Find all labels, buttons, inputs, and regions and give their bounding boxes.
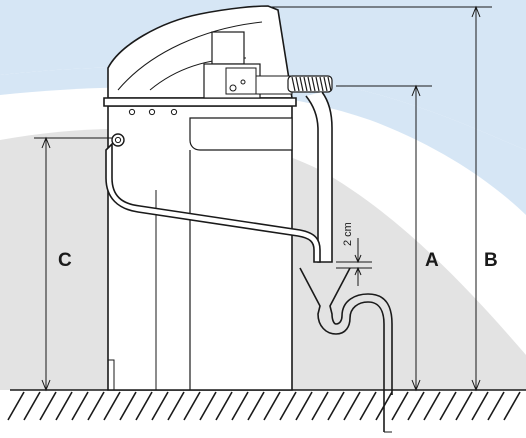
label-c: C xyxy=(58,250,72,271)
hose-coil xyxy=(319,76,324,92)
hose-coil xyxy=(323,76,328,92)
floor-hatch-line xyxy=(199,391,217,421)
floor-hatch-line xyxy=(407,391,425,421)
floor-hatch-line xyxy=(311,391,329,421)
hose-coil xyxy=(315,76,320,92)
floor-hatch-line xyxy=(119,391,137,421)
label-gap: 2 cm xyxy=(342,222,354,246)
floor-hatch-line xyxy=(151,391,169,421)
hose-coil xyxy=(295,76,300,92)
sky-blue-region xyxy=(0,0,526,150)
floor-hatch-line xyxy=(183,391,201,421)
coiled-hose xyxy=(287,75,333,93)
floor-hatch-line xyxy=(39,391,57,421)
dimension-c xyxy=(34,136,112,392)
floor-hatch-line xyxy=(391,391,409,421)
dimension-gap xyxy=(336,238,372,286)
floor-hatch-line xyxy=(23,391,41,421)
label-b: B xyxy=(484,250,498,271)
floor-hatch-line xyxy=(439,391,457,421)
floor-hatch-line xyxy=(167,391,185,421)
floor-hatch-line xyxy=(471,391,489,421)
hose-coil xyxy=(299,76,304,92)
floor-hatch-line xyxy=(263,391,281,421)
floor xyxy=(7,389,526,421)
hose-coil xyxy=(327,76,332,92)
label-a: A xyxy=(425,250,439,271)
floor-hatch-line xyxy=(343,391,361,421)
floor-hatch-line xyxy=(215,391,233,421)
dimension-a xyxy=(336,84,432,392)
valve-drain-hose xyxy=(305,91,333,263)
floor-hatch-line xyxy=(359,391,377,421)
floor-hatch-line xyxy=(503,391,521,421)
floor-hatch-line xyxy=(247,391,265,421)
floor-hatch-line xyxy=(295,391,313,421)
overflow-hose xyxy=(105,142,321,263)
floor-hatch-line xyxy=(135,391,153,421)
hose-coil xyxy=(311,76,316,92)
floor-hatch-line xyxy=(103,391,121,421)
floor-hatch-line xyxy=(455,391,473,421)
floor-hatch-line xyxy=(279,391,297,421)
floor-hatch-line xyxy=(231,391,249,421)
softener-unit xyxy=(103,5,297,391)
dimension-b xyxy=(270,5,492,392)
floor-hatch-line xyxy=(55,391,73,421)
floor-hatch-line xyxy=(327,391,345,421)
floor-hatch-line xyxy=(423,391,441,421)
floor-hatch-line xyxy=(71,391,89,421)
hose-coil xyxy=(303,76,308,92)
drain-funnel xyxy=(299,267,393,433)
hose-coil xyxy=(307,76,312,92)
floor-hatch-line xyxy=(87,391,105,421)
hose-coil xyxy=(291,76,296,92)
floor-hatch-line xyxy=(7,391,25,421)
floor-hatch-line xyxy=(487,391,505,421)
